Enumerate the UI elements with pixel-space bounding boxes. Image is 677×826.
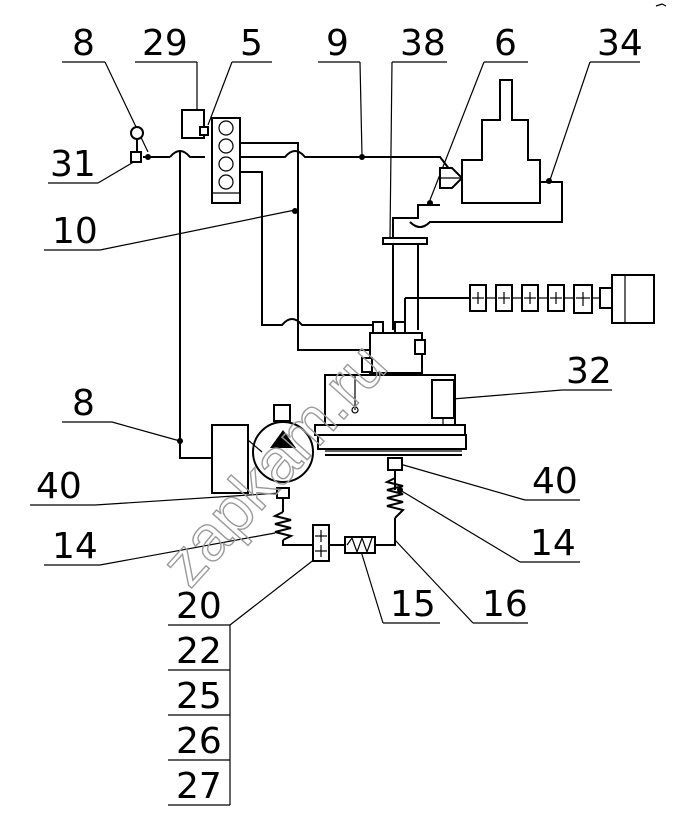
watermark: zapkam.ru [147,329,400,599]
callout-20: 20 [176,586,222,627]
pressure-gauge [130,126,144,163]
callout-10: 10 [52,211,98,252]
callout-22: 22 [176,631,222,672]
check-valve-right [387,457,403,471]
callout-16: 16 [482,584,528,625]
callout-38: 38 [400,23,446,64]
element-20 [312,524,330,562]
nozzle-6 [439,167,464,189]
callout-9: 9 [326,23,349,64]
callout-29: 29 [142,23,188,64]
corner-mark [655,3,667,7]
callout-8-bottom: 8 [72,383,95,424]
valve-29 [181,109,209,139]
stepped-chamber [461,79,541,204]
callout-31: 31 [50,144,96,185]
callout-labels: 8 29 5 9 38 6 34 31 10 32 8 40 40 14 14 … [36,23,643,807]
callout-6: 6 [494,23,517,64]
callout-14-left: 14 [52,526,98,567]
callout-8-top: 8 [72,23,95,64]
callout-27: 27 [176,766,222,807]
spring-box-15 [344,536,376,554]
callout-26: 26 [176,721,222,762]
callout-25: 25 [176,676,222,717]
clamp-38 [382,237,428,245]
callout-5: 5 [240,23,263,64]
spring-left [272,511,294,541]
pipelines [143,142,563,546]
callout-32: 32 [566,351,612,392]
filter-chain [469,274,655,324]
spring-right [384,477,405,519]
callout-34: 34 [597,23,643,64]
motor [211,424,263,494]
callout-15: 15 [390,584,436,625]
callout-40-left: 40 [36,466,82,507]
main-housing [314,374,467,456]
pump [252,404,314,499]
callout-14-right: 14 [530,523,576,564]
callout-40-right: 40 [532,461,578,502]
control-valve [361,321,426,374]
callout-leaders [30,61,640,806]
distributor-block [211,117,241,204]
